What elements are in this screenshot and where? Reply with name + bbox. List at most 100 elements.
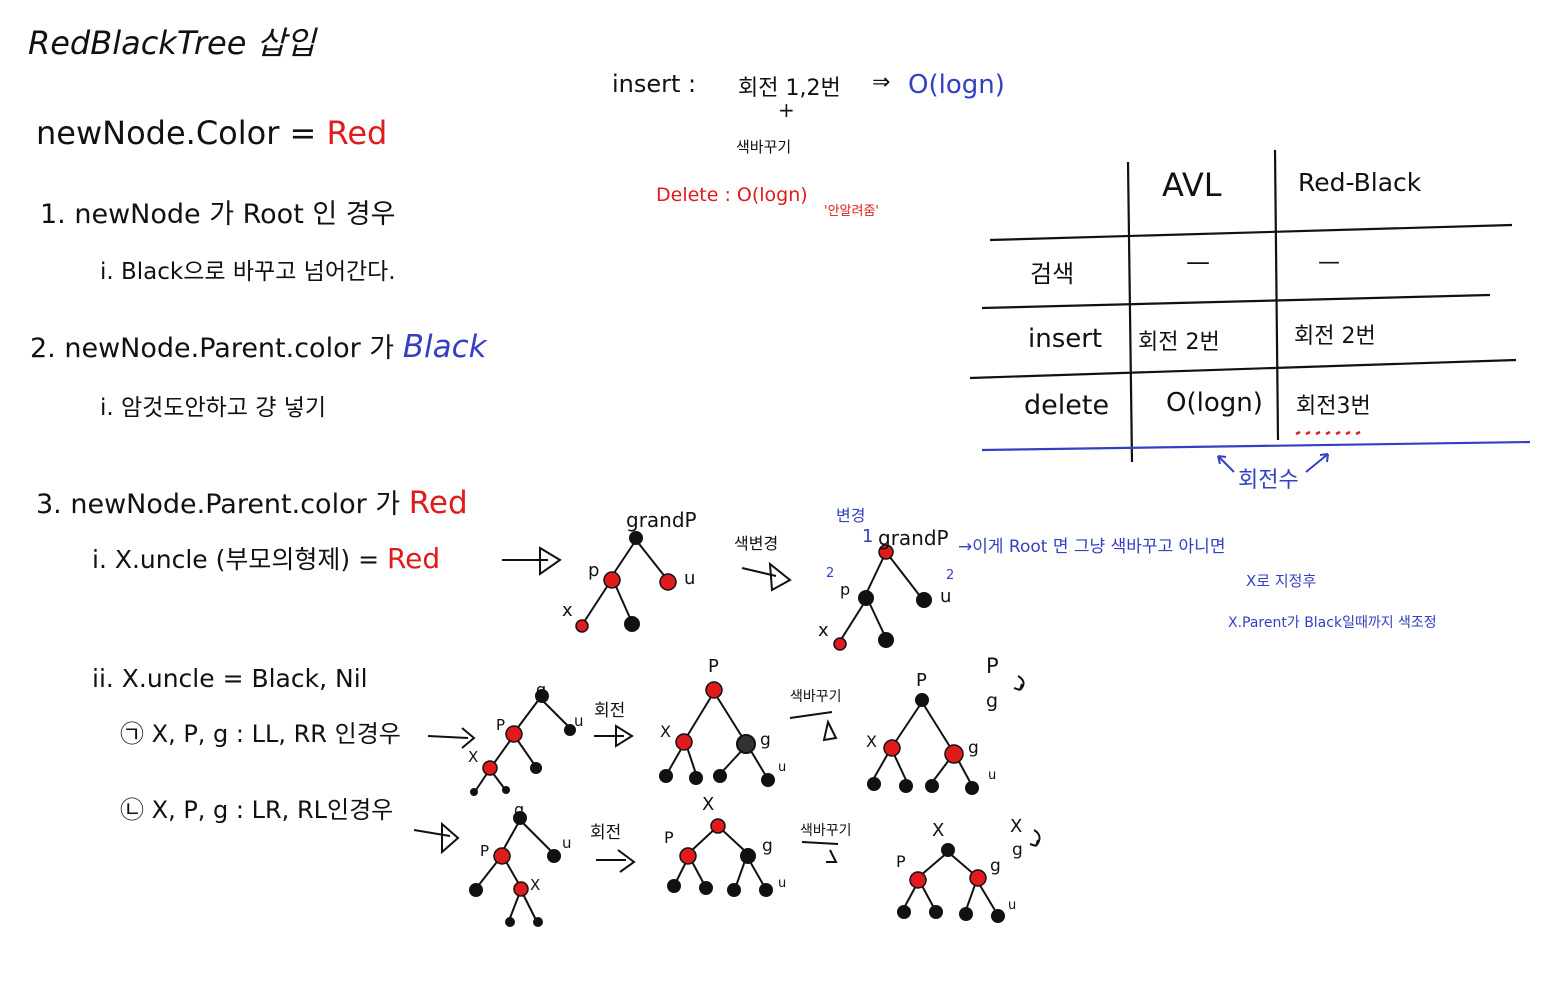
case-i-arrow-2: [741, 561, 792, 592]
case-ii-a-mid-u-label: u: [778, 760, 787, 775]
case3-sub-ii-b: ㉡ X, P, g : LR, RL인경우: [120, 796, 394, 824]
table-grid: [969, 149, 1517, 463]
case3-color: Red: [408, 485, 468, 521]
table-col-line-2: [1273, 149, 1280, 441]
case-ii-b-arrow-rotate: [596, 849, 636, 873]
case-i-after-edges: [841, 551, 921, 639]
case-ii-b-mid-u-label: u: [778, 876, 787, 891]
case-ii-b-rotate-label: 회전: [590, 823, 622, 843]
table-row-2-op: delete: [1024, 390, 1110, 421]
case-ii-b-swap-bottom: g: [1012, 840, 1023, 860]
newnode-color-prefix: newNode.Color =: [36, 114, 317, 152]
case-ii-a-mid-p-node: [705, 681, 723, 699]
case-ii-a-before-p-label: P: [496, 716, 506, 734]
case-i-after-grandp-label: grandP: [878, 526, 949, 550]
table-row-line-3: [969, 358, 1517, 380]
case-ii-b-swap-arrow: [1029, 829, 1041, 847]
case-ii-b-mid-x-node: [710, 818, 726, 834]
case-ii-b-after-p-label: P: [896, 852, 906, 871]
case-ii-a-after-g-node: [944, 744, 964, 764]
case-ii-a-after-x-node: [883, 739, 901, 757]
case2-heading: 2. newNode.Parent.color 가 Black: [30, 326, 487, 365]
case-ii-b-mid-g-label: g: [762, 836, 773, 856]
case-ii-b-arrow-1: [413, 821, 460, 855]
case-ii-a-before-p-node: [505, 725, 523, 743]
case-i-before-p-node: [603, 571, 621, 589]
case-ii-a-arrow-1: [427, 727, 476, 749]
case-ii-a-mid-g-label: g: [760, 730, 771, 750]
case-i-two-left-label: 2: [826, 566, 835, 581]
case-ii-a-before-g-node: [535, 689, 549, 703]
case-ii-b-before-p-node: [493, 847, 511, 865]
case-ii-a-mid-x-node: [675, 733, 693, 751]
case-ii-a-rotate-label: 회전: [594, 701, 626, 721]
case-ii-a-after-x-label: X: [866, 732, 877, 751]
table-header-rb: Red-Black: [1298, 168, 1422, 197]
insert-note-arrow: ⇒: [872, 70, 891, 95]
case2-sub: i. 암것도안하고 걍 넣기: [100, 395, 327, 421]
case3-sub-ii: ii. X.uncle = Black, Nil: [92, 664, 368, 693]
case3-sub-ii-a: ㉠ X, P, g : LL, RR 인경우: [120, 720, 401, 748]
case-ii-a-before-u-node: [564, 724, 576, 736]
table-row-0-op: 검색: [1030, 260, 1075, 288]
case-ii-b-mid-g-node: [740, 848, 756, 864]
case-ii-b-before-u-node: [547, 849, 561, 863]
case-ii-b-after-g-node: [969, 869, 987, 887]
case-i-before-x-label: x: [562, 600, 573, 621]
case-i-after-u-node: [916, 592, 932, 608]
case-i-before-edges: [583, 539, 667, 623]
case-ii-b-before-x-label: X: [530, 876, 541, 894]
case-ii-a-before-x-label: X: [468, 748, 479, 766]
case-ii-a-mid-x-label: X: [660, 722, 671, 741]
case-ii-a-after-p-label: P: [916, 670, 927, 691]
page-title: RedBlackTree 삽입: [28, 24, 316, 62]
table-row-1-avl: 회전 2번: [1138, 330, 1220, 355]
case-ii-b-before-x-node: [513, 881, 529, 897]
newnode-color-line: newNode.Color = Red: [36, 114, 387, 152]
table-row-1-rb: 회전 2번: [1294, 324, 1376, 349]
case-i-after-u-label: u: [940, 586, 952, 607]
case-i-two-right-label: 2: [946, 568, 955, 583]
case-ii-a-arrow-recolor: [789, 711, 838, 742]
case-ii-a-mid-p-label: P: [708, 656, 719, 677]
case2-heading-text: 2. newNode.Parent.color 가: [30, 333, 395, 364]
case-i-after-x-label: x: [818, 620, 829, 641]
case3-sub-i-value: Red: [386, 542, 441, 575]
table-col-line-1: [1126, 161, 1134, 463]
case-ii-b-after-x-label: X: [932, 820, 945, 841]
case-ii-b-arrow-recolor: [801, 841, 839, 863]
case-i-note-2: X로 지정후: [1246, 572, 1317, 590]
case1-heading: 1. newNode 가 Root 인 경우: [40, 199, 396, 230]
case-i-before-x-node: [575, 619, 589, 633]
insert-note-label: insert :: [612, 70, 697, 98]
case-i-after-p-node: [858, 590, 874, 606]
case-ii-b-after-x-node: [941, 843, 955, 857]
table-row-2-avl: O(logn): [1166, 388, 1263, 418]
case-ii-b-after-p-node: [909, 871, 927, 889]
case-i-arrow-1: [502, 546, 562, 576]
table-row-line-2: [981, 293, 1491, 310]
case-i-changed-label: 변경: [836, 506, 866, 525]
case-i-arrow-label: 색변경: [734, 534, 779, 553]
case-i-before-grandp-label: grandP: [626, 508, 697, 532]
case-ii-b-before-u-label: u: [562, 834, 572, 852]
case-ii-a-swap-bottom: g: [986, 690, 999, 712]
case-ii-b-recolor-label: 색바꾸기: [800, 823, 852, 839]
case-i-before-u-node: [659, 573, 677, 591]
case-ii-a-before-x-node: [482, 760, 498, 776]
case-i-after-grandp-node: [878, 544, 894, 560]
case-ii-a-after-p-node: [915, 693, 929, 707]
case-ii-a-before-leaf: [530, 762, 542, 774]
case-ii-a-before-edges: [475, 697, 569, 791]
case-i-after-x-node: [833, 637, 847, 651]
case-ii-b-before-p-label: P: [480, 842, 490, 860]
case-ii-b-swap-top: X: [1010, 816, 1023, 837]
case-ii-a-mid-g-node: [736, 734, 756, 754]
newnode-color-value: Red: [326, 114, 388, 152]
table-row-2-rb: 회전3번: [1296, 394, 1371, 419]
case3-sub-i-text: i. X.uncle (부모의형제) =: [92, 545, 380, 574]
case3-sub-i: i. X.uncle (부모의형제) = Red: [92, 540, 440, 576]
case-ii-b-after-u-label: u: [1008, 898, 1017, 913]
case3-heading-text: 3. newNode.Parent.color 가: [36, 489, 401, 520]
case-ii-a-after-g-label: g: [968, 738, 979, 758]
